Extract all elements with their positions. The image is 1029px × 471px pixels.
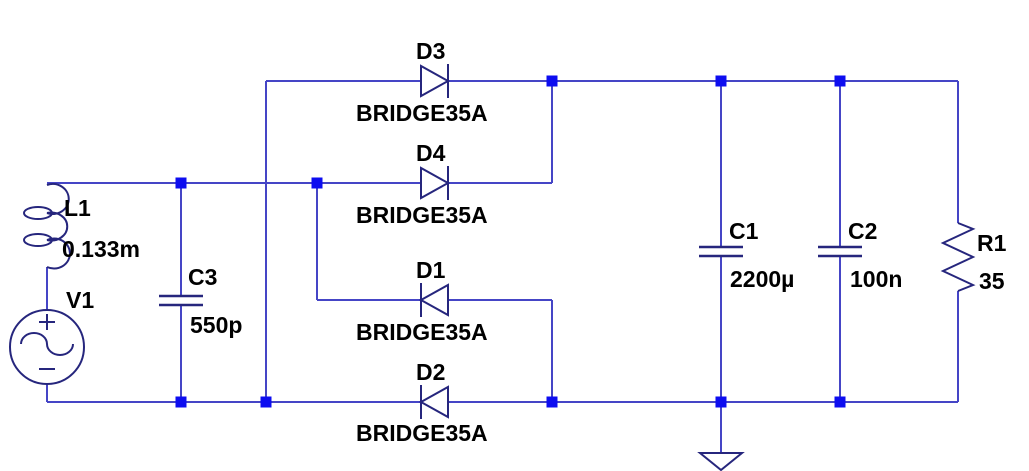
component-D2[interactable]: D2 BRIDGE35A: [356, 359, 488, 446]
junction-dot: [546, 75, 558, 87]
ground-symbol[interactable]: [697, 452, 745, 471]
component-model[interactable]: BRIDGE35A: [356, 319, 488, 345]
voltage-source-symbol: [9, 309, 85, 385]
junction-dot: [260, 396, 272, 408]
diode-triangle: [420, 166, 451, 200]
junction-dot: [715, 75, 727, 87]
component-D4[interactable]: D4 BRIDGE35A: [356, 140, 488, 228]
inductor-symbol: [46, 211, 69, 242]
inductor-loop: [23, 206, 53, 220]
diode-triangle: [418, 283, 449, 317]
junction-dot: [834, 396, 846, 408]
component-label[interactable]: C1: [729, 218, 759, 244]
component-label[interactable]: C2: [848, 218, 877, 244]
component-value[interactable]: 35: [979, 268, 1005, 294]
junction-dot: [546, 396, 558, 408]
component-value[interactable]: 2200µ: [730, 266, 794, 292]
component-value[interactable]: 0.133m: [62, 236, 140, 262]
component-label[interactable]: D4: [416, 140, 446, 166]
junction-dot: [175, 396, 187, 408]
component-label[interactable]: D1: [416, 257, 446, 283]
wires: [46, 80, 959, 453]
component-R1[interactable]: R1 35: [940, 222, 1007, 294]
ground-triangle-icon: [697, 452, 745, 471]
component-C1[interactable]: C1 2200µ: [699, 218, 794, 292]
component-D1[interactable]: D1 BRIDGE35A: [356, 257, 488, 345]
component-model[interactable]: BRIDGE35A: [356, 420, 488, 446]
component-model[interactable]: BRIDGE35A: [356, 100, 488, 126]
resistor-zigzag: [940, 222, 976, 292]
junction-dot: [715, 396, 727, 408]
junction-dot: [175, 177, 187, 189]
component-L1[interactable]: L1 0.133m: [23, 183, 140, 270]
junction-dot: [834, 75, 846, 87]
component-label[interactable]: R1: [977, 230, 1007, 256]
component-label[interactable]: D3: [416, 38, 445, 64]
component-C3[interactable]: C3 550p: [159, 264, 242, 338]
sine-wave-icon: [20, 332, 74, 356]
inductor-loop: [23, 233, 53, 247]
component-label[interactable]: D2: [416, 359, 445, 385]
component-D3[interactable]: D3 BRIDGE35A: [356, 38, 488, 126]
junction-dots: [175, 75, 846, 408]
component-value[interactable]: 100n: [850, 266, 902, 292]
component-value[interactable]: 550p: [190, 312, 242, 338]
component-model[interactable]: BRIDGE35A: [356, 202, 488, 228]
component-C2[interactable]: C2 100n: [818, 218, 902, 292]
component-label[interactable]: V1: [66, 287, 94, 313]
component-label[interactable]: C3: [188, 264, 217, 290]
diode-triangle: [420, 64, 451, 98]
inductor-symbol: [46, 237, 71, 270]
plus-sign: [39, 314, 55, 330]
diode-triangle: [418, 385, 449, 419]
junction-dot: [311, 177, 323, 189]
component-label[interactable]: L1: [64, 195, 91, 221]
component-V1[interactable]: V1: [9, 287, 94, 385]
